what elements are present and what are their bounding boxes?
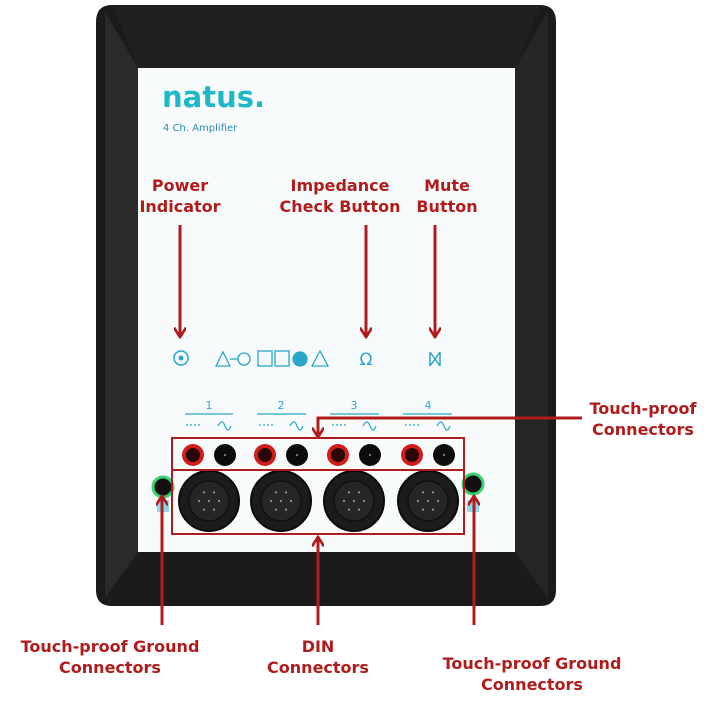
- regulatory-symbols-icon: [214, 349, 330, 367]
- label-line: Connectors: [481, 675, 583, 694]
- label-line: Connectors: [267, 658, 369, 677]
- mute-icon: [429, 351, 441, 367]
- annotation-arrows: [162, 225, 582, 625]
- label-line: Touch-proof: [590, 399, 698, 418]
- impedance-check-button[interactable]: Ω: [360, 350, 373, 370]
- power-indicator-icon: [173, 350, 189, 366]
- touch-proof-jack-black[interactable]: [359, 444, 381, 466]
- touch-proof-jack-red[interactable]: [254, 444, 276, 466]
- channel-label: 2: [278, 399, 285, 412]
- touch-proof-jack-red[interactable]: [401, 444, 423, 466]
- label-line: Mute: [424, 176, 470, 195]
- touch-proof-connectors: [182, 444, 455, 466]
- touch-proof-jack-black[interactable]: [214, 444, 236, 466]
- channel-label: 4: [425, 399, 432, 412]
- touch-proof-jack-black[interactable]: [286, 444, 308, 466]
- brand-logo: natus.: [162, 80, 265, 114]
- label-line: Check Button: [280, 197, 401, 216]
- din-connector[interactable]: [178, 470, 240, 532]
- din-connector[interactable]: [250, 470, 312, 532]
- din-connector[interactable]: [397, 470, 459, 532]
- label-impedance-check: Impedance Check Button: [280, 176, 401, 216]
- channel-label: 3: [351, 399, 358, 412]
- model-name: 4 Ch. Amplifier: [163, 123, 238, 134]
- label-line: DIN: [302, 637, 335, 656]
- label-line: Touch-proof Ground: [21, 637, 200, 656]
- touch-proof-jack-red[interactable]: [182, 444, 204, 466]
- label-ground-left: Touch-proof Ground Connectors: [21, 637, 200, 677]
- din-connector[interactable]: [323, 470, 385, 532]
- label-din: DIN Connectors: [267, 637, 369, 677]
- touch-proof-jack-black[interactable]: [433, 444, 455, 466]
- label-mute-button: Mute Button: [416, 176, 477, 216]
- amplifier-body: [96, 5, 556, 606]
- touch-proof-jack-red[interactable]: [327, 444, 349, 466]
- arrow-touchproof: [318, 416, 582, 436]
- label-line: Touch-proof Ground: [443, 654, 622, 673]
- label-line: Indicator: [139, 197, 220, 216]
- label-ground-right: Touch-proof Ground Connectors: [443, 654, 622, 694]
- label-line: Button: [416, 197, 477, 216]
- label-line: Power: [152, 176, 208, 195]
- label-line: Connectors: [592, 420, 694, 439]
- din-highlight-box: [171, 469, 465, 535]
- din-connectors: [178, 470, 459, 532]
- label-touch-proof: Touch-proof Connectors: [590, 399, 698, 439]
- label-line: Connectors: [59, 658, 161, 677]
- channel-label: 1: [206, 399, 213, 412]
- channel-labels: 1 2 3 4: [185, 399, 452, 431]
- mute-button[interactable]: [429, 351, 441, 367]
- label-line: Impedance: [291, 176, 390, 195]
- label-power-indicator: Power Indicator: [139, 176, 220, 216]
